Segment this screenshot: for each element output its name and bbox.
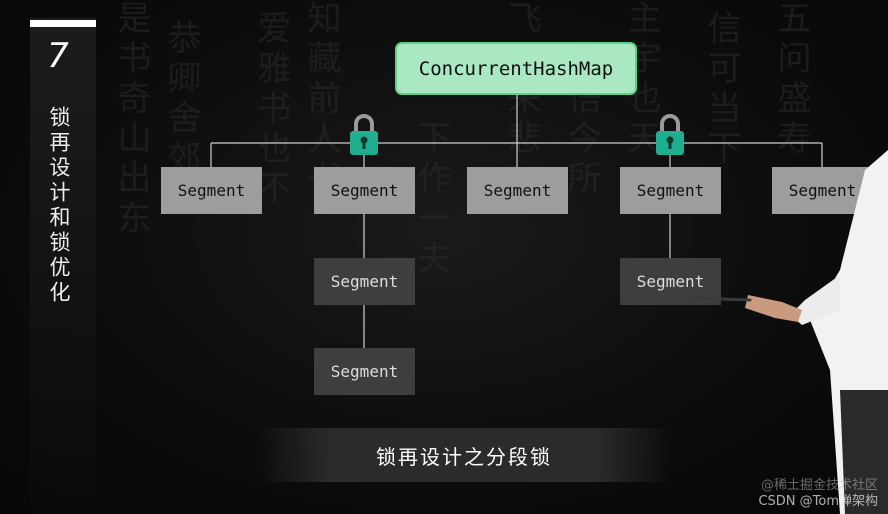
lock-icon (654, 112, 686, 156)
watermark-juejin: @稀土掘金技术社区 (758, 478, 878, 494)
watermark: @稀土掘金技术社区 CSDN @Tom弹架构 (758, 478, 878, 510)
chained-segment-node: Segment (314, 348, 415, 395)
presenter-figure (690, 150, 888, 514)
lock-icon (348, 112, 380, 156)
segment-node: Segment (161, 167, 262, 214)
concurrenthashmap-node: ConcurrentHashMap (395, 42, 637, 95)
slide-caption: 锁再设计之分段锁 (258, 428, 670, 482)
segment-node: Segment (467, 167, 568, 214)
watermark-csdn: CSDN @Tom弹架构 (758, 494, 878, 510)
segment-node: Segment (314, 167, 415, 214)
chained-segment-node: Segment (314, 258, 415, 305)
